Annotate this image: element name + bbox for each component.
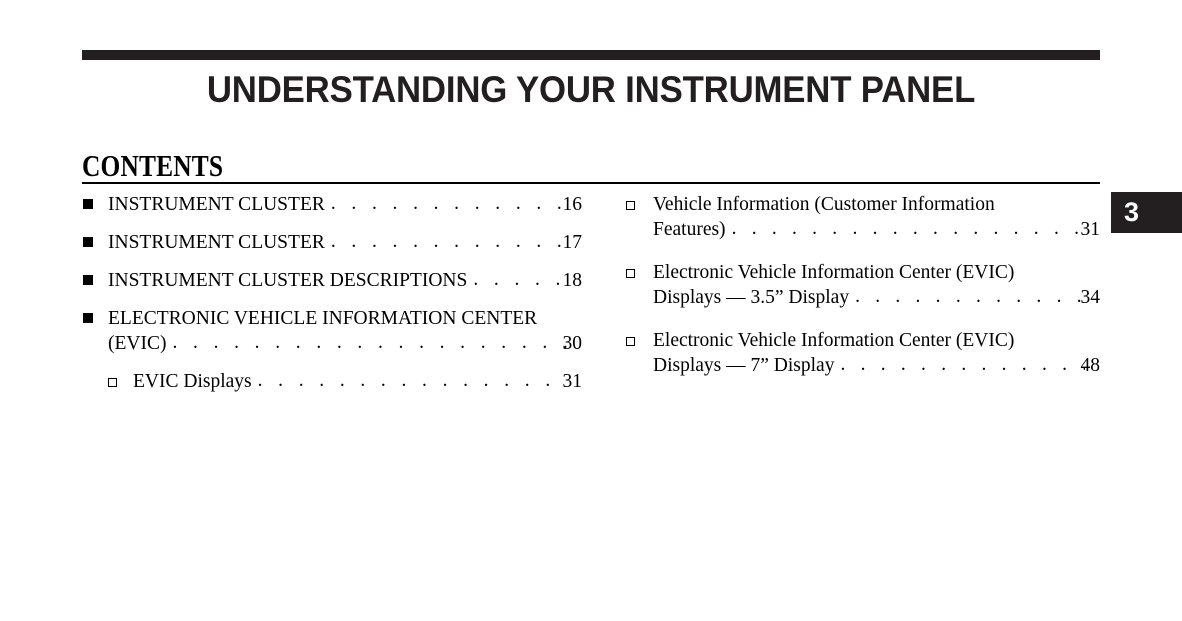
hollow-square-bullet-icon	[626, 201, 635, 210]
dot-leader: . . . . .	[473, 269, 566, 290]
filled-square-bullet-icon	[83, 237, 93, 247]
toc-column-right: Vehicle Information (Customer Informatio…	[626, 192, 1100, 396]
toc-entry-label-line1: ELECTRONIC VEHICLE INFORMATION CENTER	[108, 308, 538, 329]
toc-page-number: 48	[1080, 355, 1101, 376]
toc-entry-label: INSTRUMENT CLUSTER DESCRIPTIONS	[108, 270, 468, 291]
toc-entry-label-line1: Vehicle Information (Customer Informatio…	[653, 194, 995, 215]
toc-page-number: 31	[562, 371, 583, 392]
toc-entry-label: INSTRUMENT CLUSTER	[108, 232, 325, 253]
page-title: UNDERSTANDING YOUR INSTRUMENT PANEL	[206, 69, 976, 110]
hollow-square-bullet-icon	[626, 337, 635, 346]
chapter-tab-number: 3	[1124, 197, 1140, 227]
filled-square-bullet-icon	[83, 199, 93, 209]
contents-divider	[82, 182, 1100, 185]
toc-subentry[interactable]: Electronic Vehicle Information Center (E…	[626, 260, 1100, 310]
dot-leader: . . . . . . . . . . . . . . . .	[855, 286, 1084, 307]
toc-entry[interactable]: ELECTRONIC VEHICLE INFORMATION CENTER (E…	[82, 306, 582, 356]
hollow-square-bullet-icon	[626, 269, 635, 278]
toc-entry-label: Features)	[653, 219, 726, 240]
toc-page-number: 17	[562, 232, 583, 253]
dot-leader: . . . . . . . . . . . . . . . .	[330, 193, 567, 214]
toc-entry-label: EVIC Displays	[133, 371, 252, 392]
toc-subentry[interactable]: Vehicle Information (Customer Informatio…	[626, 192, 1100, 242]
filled-square-bullet-icon	[83, 313, 93, 323]
dot-leader: . . . . . . . . . . . . . . . . . . . . …	[257, 370, 567, 391]
dot-leader: . . . . . . . . . . . . . . . . . . . . …	[172, 332, 566, 353]
toc-page-number: 34	[1080, 287, 1101, 308]
toc-entry[interactable]: INSTRUMENT CLUSTER . . . . . . . . . . .…	[82, 230, 582, 255]
toc-entry-label: (EVIC)	[108, 333, 167, 354]
toc-entry-label-line1: Electronic Vehicle Information Center (E…	[653, 330, 1015, 351]
hollow-square-bullet-icon	[108, 378, 117, 387]
chapter-tab: 3	[1111, 192, 1182, 233]
toc-page-number: 31	[1080, 219, 1101, 240]
dot-leader: . . . . . . . . . . . . . . . . . .	[840, 354, 1084, 375]
contents-heading: CONTENTS	[82, 148, 224, 183]
dot-leader: . . . . . . . . . . . . . . . . . . . . …	[731, 218, 1085, 239]
header-rule-bar	[82, 50, 1100, 60]
filled-square-bullet-icon	[83, 275, 93, 285]
toc-subentry[interactable]: EVIC Displays . . . . . . . . . . . . . …	[82, 369, 582, 394]
toc-entry[interactable]: INSTRUMENT CLUSTER . . . . . . . . . . .…	[82, 192, 582, 217]
toc-entry-label-line1: Electronic Vehicle Information Center (E…	[653, 262, 1015, 283]
toc-page-number: 18	[562, 270, 583, 291]
dot-leader: . . . . . . . . . . . . . . . .	[330, 231, 567, 252]
toc-column-left: INSTRUMENT CLUSTER . . . . . . . . . . .…	[82, 192, 582, 407]
toc-page-number: 30	[562, 333, 583, 354]
toc-entry[interactable]: INSTRUMENT CLUSTER DESCRIPTIONS . . . . …	[82, 268, 582, 293]
toc-entry-label: Displays — 7” Display	[653, 355, 835, 376]
toc-entry-label: Displays — 3.5” Display	[653, 287, 850, 308]
toc-page-number: 16	[562, 194, 583, 215]
toc-entry-label: INSTRUMENT CLUSTER	[108, 194, 325, 215]
toc-subentry[interactable]: Electronic Vehicle Information Center (E…	[626, 328, 1100, 378]
